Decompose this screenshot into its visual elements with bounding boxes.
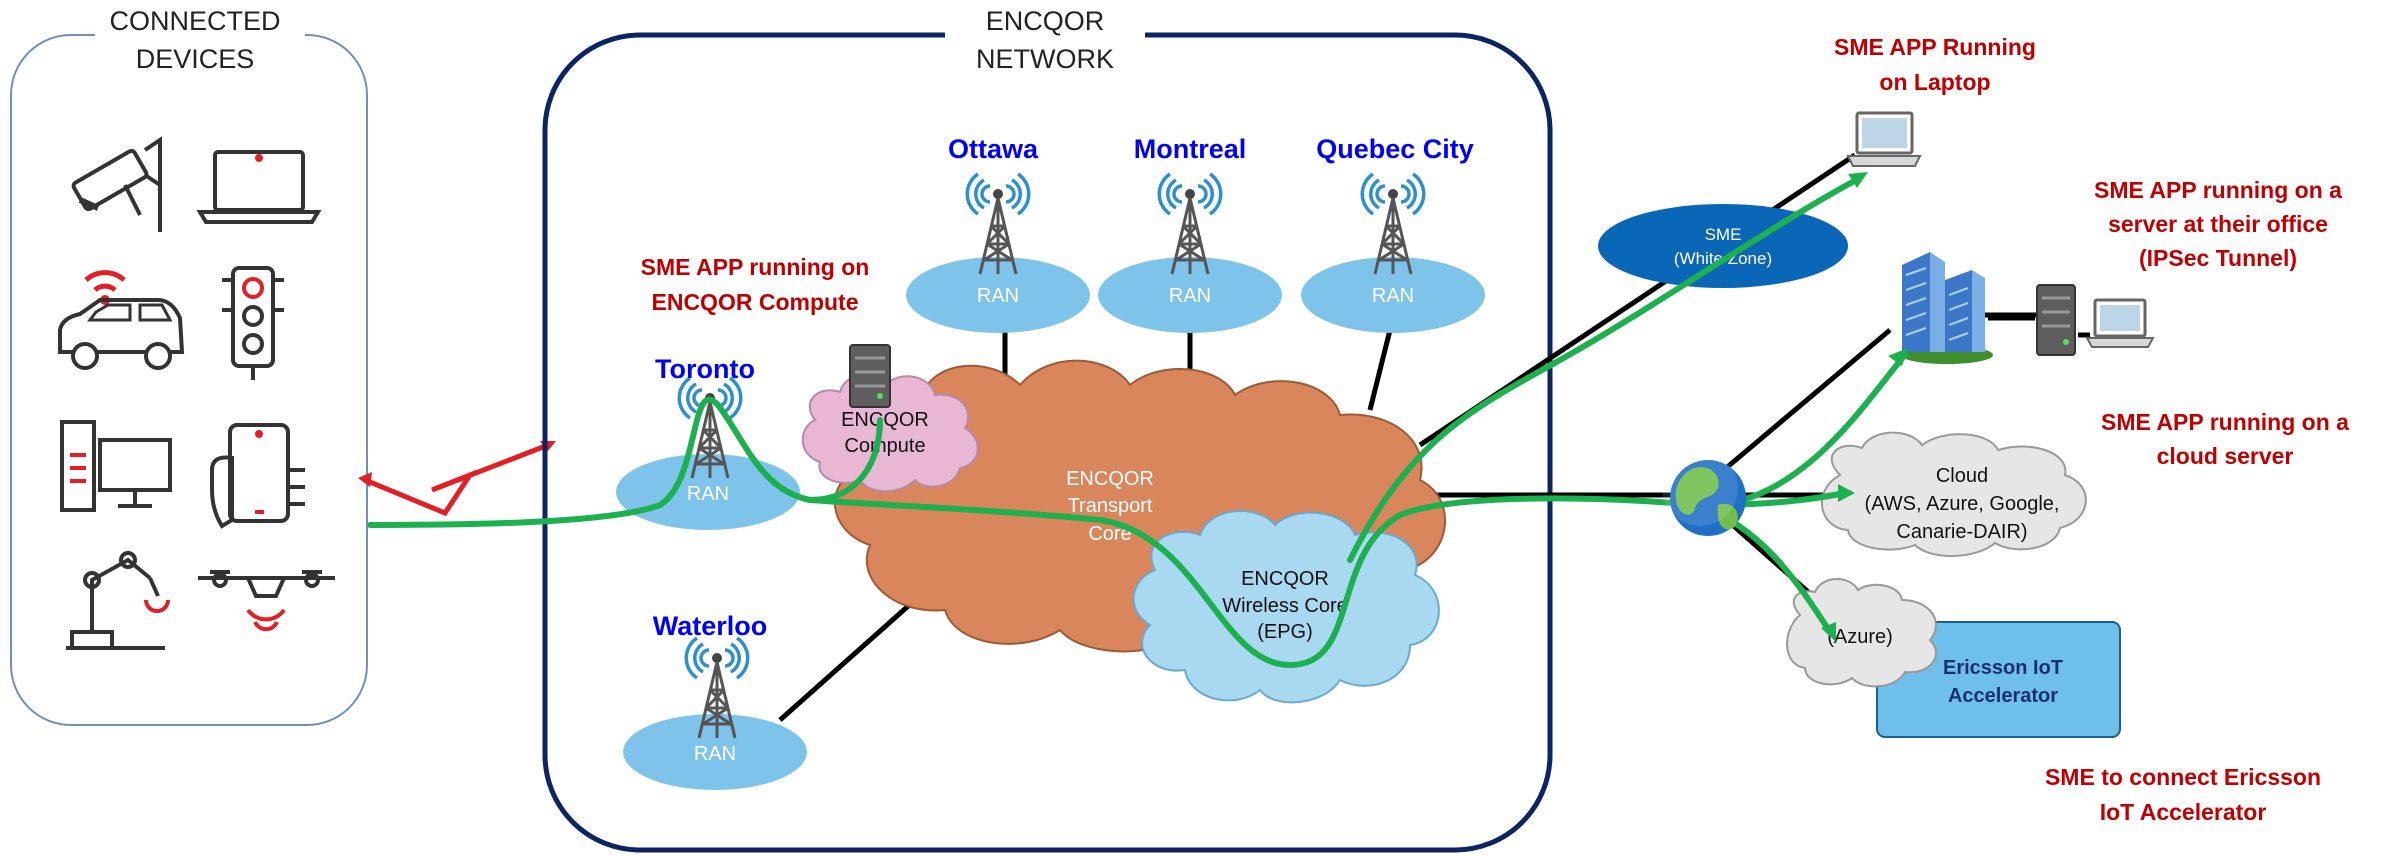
network-title-line1: ENCQOR: [986, 6, 1105, 36]
laptop-icon: [1846, 111, 1922, 167]
ran-label: RAN: [1372, 285, 1414, 307]
ran-label: RAN: [977, 285, 1019, 307]
smartphone-icon: [210, 423, 305, 529]
network-title-line2: NETWORK: [976, 44, 1114, 74]
azure-cloud: (Azure): [1786, 578, 1937, 688]
robot-arm-icon: [66, 551, 170, 650]
connected-car-icon: [58, 270, 185, 370]
laptop-icon: [2085, 298, 2155, 348]
compute-cloud: ENCQOR Compute: [801, 374, 979, 493]
annotation-ericsson-line2: IoT Accelerator: [2100, 799, 2267, 825]
annotation-laptop-line1: SME APP Running: [1834, 34, 2036, 60]
server-icon: [849, 344, 891, 408]
cloud-line3: Canarie-DAIR): [1896, 521, 2027, 543]
wireless-line2: Wireless Core: [1222, 595, 1348, 617]
globe-icon: [1662, 450, 1746, 536]
annotation-ericsson-line1: SME to connect Ericsson: [2045, 764, 2321, 790]
city-toronto: Toronto: [655, 354, 755, 384]
city-ottawa: Ottawa: [948, 134, 1039, 164]
flow-arrowheads: [1821, 172, 1908, 642]
sme-white-zone: SME (White Zone): [1598, 204, 1848, 288]
azure-label: (Azure): [1827, 626, 1893, 648]
annotation-cloud-line1: SME APP running on a: [2101, 409, 2349, 435]
security-camera-icon: [71, 136, 162, 232]
transport-line1: ENCQOR: [1066, 468, 1154, 490]
compute-line2: Compute: [844, 435, 925, 457]
ran-waterloo: RAN: [623, 714, 807, 790]
ericsson-iot-accelerator: Ericsson IoT Accelerator: [1876, 621, 2121, 738]
annotation-office-line2: server at their office: [2108, 211, 2328, 237]
devices-title-line1: CONNECTED: [109, 6, 280, 36]
city-waterloo: Waterloo: [653, 611, 768, 641]
ran-label: RAN: [1169, 285, 1211, 307]
cloud-line2: (AWS, Azure, Google,: [1865, 493, 2060, 515]
connected-devices-panel: CONNECTED DEVICES: [10, 6, 368, 726]
devices-title-line2: DEVICES: [136, 44, 255, 74]
laptop-icon: [196, 150, 322, 224]
ran-toronto: RAN: [616, 454, 800, 530]
office-building-icon: [1901, 252, 1993, 364]
lightning-link-icon: [358, 441, 556, 517]
public-cloud: Cloud (AWS, Azure, Google, Canarie-DAIR): [1820, 431, 2087, 557]
transport-line3: Core: [1088, 523, 1131, 545]
annotation-laptop-line2: on Laptop: [1879, 69, 1990, 95]
cloud-line1: Cloud: [1936, 465, 1988, 487]
ran-montreal: RAN: [1098, 257, 1282, 333]
wireless-line1: ENCQOR: [1241, 568, 1329, 590]
compute-line1: ENCQOR: [841, 409, 929, 431]
ericsson-line2: Accelerator: [1948, 685, 2058, 707]
transport-line2: Transport: [1068, 495, 1153, 517]
ericsson-line1: Ericsson IoT: [1943, 657, 2063, 679]
annotation-cloud-line2: cloud server: [2157, 443, 2294, 469]
encqor-network-frame: ENCQOR NETWORK: [542, 6, 1553, 853]
wireless-line3: (EPG): [1257, 621, 1313, 643]
ran-quebec: RAN: [1301, 257, 1485, 333]
annotation-compute-line1: SME APP running on: [641, 254, 870, 280]
traffic-light-icon: [222, 266, 284, 380]
annotation-office-line3: (IPSec Tunnel): [2139, 245, 2297, 271]
city-quebec: Quebec City: [1316, 134, 1474, 164]
ran-label: RAN: [694, 743, 736, 765]
drone-icon: [198, 570, 335, 632]
annotation-office-line1: SME APP running on a: [2094, 177, 2342, 203]
office-link: [1988, 315, 2090, 338]
city-montreal: Montreal: [1134, 134, 1247, 164]
wireless-core-cloud: ENCQOR Wireless Core (EPG): [1132, 510, 1440, 704]
server-icon: [2036, 284, 2076, 356]
desktop-computer-icon: [60, 420, 172, 512]
ran-ottawa: RAN: [906, 257, 1090, 333]
annotation-compute-line2: ENCQOR Compute: [652, 289, 859, 315]
sme-zone-line1: SME: [1705, 225, 1742, 244]
ran-label: RAN: [687, 483, 729, 505]
